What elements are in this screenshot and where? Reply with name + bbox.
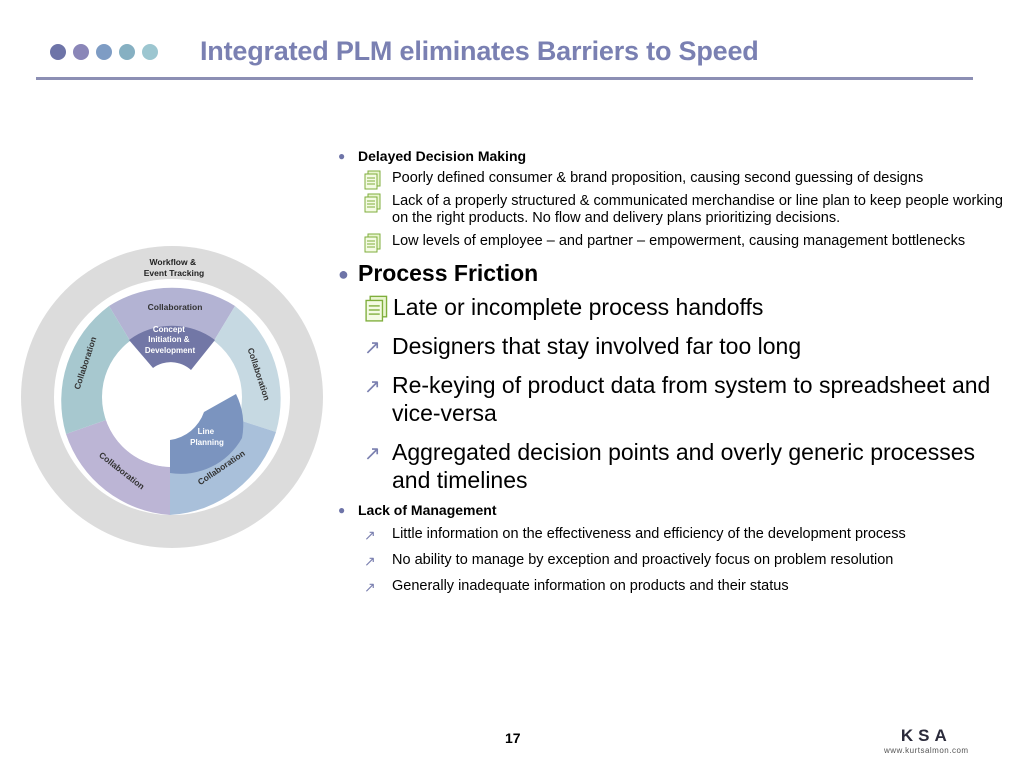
logo-url: www.kurtsalmon.com	[884, 746, 969, 755]
concept-label-line1: Concept	[153, 325, 185, 334]
svg-text:Line Planning: Line Planning	[190, 427, 224, 447]
outer-label-line1: Workflow &	[150, 257, 197, 267]
arrow-up-right-icon: ↗	[364, 443, 381, 465]
list-item-text: Late or incomplete process handoffs	[393, 294, 764, 320]
segment-right	[212, 306, 281, 432]
title-rule	[36, 77, 973, 80]
list-item-text: Poorly defined consumer & brand proposit…	[392, 170, 924, 186]
outer-label-line2: Event Tracking	[144, 268, 204, 278]
section-heading-text: Delayed Decision Making	[358, 148, 527, 164]
segment-top	[109, 287, 235, 344]
line-planning-label-line2: Planning	[190, 438, 224, 447]
header-dot	[119, 44, 135, 60]
list-item: ↗ Aggregated decision points and overly …	[338, 438, 1018, 494]
list-item: Poorly defined consumer & brand proposit…	[338, 170, 1018, 190]
section-heading: ● Process Friction	[338, 260, 1018, 287]
list-item: ↗ Generally inadequate information on pr…	[338, 578, 1018, 595]
list-item-text: Designers that stay involved far too lon…	[392, 333, 802, 359]
section-heading: ● Delayed Decision Making	[338, 148, 1018, 164]
logo-text: KSA	[900, 726, 952, 745]
svg-text:Concept Initiation &: Concept Initiation & Development	[145, 325, 196, 355]
plm-cycle-diagram: Workflow & Event Tracking Collaboration …	[18, 244, 326, 550]
bullet-dot-icon: ●	[338, 503, 346, 517]
header-dot	[96, 44, 112, 60]
list-item-text: Generally inadequate information on prod…	[392, 578, 789, 594]
list-item: Late or incomplete process handoffs	[338, 293, 1018, 322]
header-dot	[73, 44, 89, 60]
list-item: Low levels of employee – and partner – e…	[338, 233, 1018, 253]
section-heading-text: Lack of Management	[358, 502, 497, 518]
list-item: ↗ Little information on the effectivenes…	[338, 526, 1018, 543]
document-icon	[365, 295, 388, 322]
list-item-text: Little information on the effectiveness …	[392, 526, 906, 542]
list-item: ↗ Designers that stay involved far too l…	[338, 332, 1018, 360]
arrow-up-right-icon: ↗	[364, 376, 381, 398]
list-item-text: No ability to manage by exception and pr…	[392, 552, 894, 568]
header-dots	[50, 44, 158, 60]
bullet-content: ● Delayed Decision Making Poorly defined…	[338, 148, 1018, 601]
header-dot	[142, 44, 158, 60]
header-dot	[50, 44, 66, 60]
list-item: ↗ Re-keying of product data from system …	[338, 371, 1018, 427]
slide-title: Integrated PLM eliminates Barriers to Sp…	[200, 36, 759, 66]
wedge-concept	[129, 325, 215, 370]
list-item-text: Low levels of employee – and partner – e…	[392, 233, 966, 249]
line-planning-label-line1: Line	[198, 427, 215, 436]
wedge-line-planning	[170, 394, 244, 474]
arrow-up-right-icon: ↗	[364, 579, 376, 595]
list-item-text: Lack of a properly structured & communic…	[392, 193, 1003, 226]
list-item-text: Re-keying of product data from system to…	[392, 372, 991, 426]
section-heading: ● Lack of Management	[338, 502, 1018, 518]
segment-left	[61, 306, 132, 434]
document-icon	[364, 193, 381, 213]
list-item-text: Aggregated decision points and overly ge…	[392, 439, 976, 493]
document-icon	[364, 233, 381, 253]
list-item: ↗ No ability to manage by exception and …	[338, 552, 1018, 569]
bullet-dot-icon: ●	[338, 149, 346, 163]
bullet-dot-icon: ●	[338, 264, 349, 284]
segment-top-label: Collaboration	[148, 302, 203, 312]
concept-label-line2: Initiation &	[148, 335, 190, 344]
concept-label-line3: Development	[145, 346, 196, 355]
arrow-up-right-icon: ↗	[364, 337, 381, 359]
arrow-up-right-icon: ↗	[364, 527, 376, 543]
section-heading-text: Process Friction	[358, 260, 539, 286]
page-number: 17	[505, 730, 521, 746]
arrow-up-right-icon: ↗	[364, 553, 376, 569]
list-item: Lack of a properly structured & communic…	[338, 193, 1018, 227]
document-icon	[364, 170, 381, 190]
company-logo: KSA www.kurtsalmon.com	[884, 726, 969, 755]
svg-text:Workflow & Event Trackin: Workflow & Event Tracking	[144, 257, 204, 278]
segment-bottom-right	[170, 420, 276, 515]
segment-bottom-left	[66, 420, 170, 515]
